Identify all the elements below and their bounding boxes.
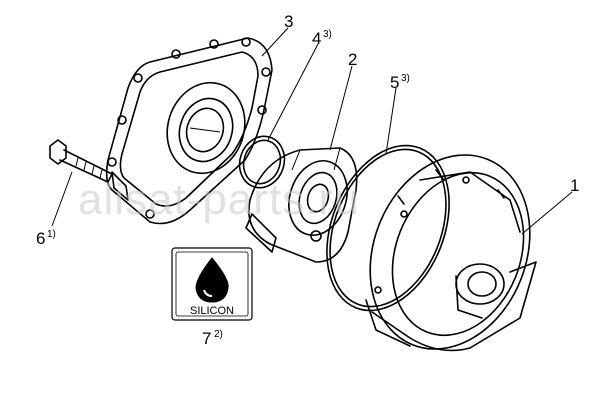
callout-7-label: 7 [202, 329, 211, 348]
oil-drop-icon [195, 257, 229, 303]
pump-cover-part [105, 37, 273, 225]
callout-6-footnote: 1) [47, 229, 56, 240]
callout-2: 2 [348, 50, 357, 69]
leader-lines [51, 27, 573, 235]
callout-1-label: 1 [570, 176, 579, 195]
silicon-label: SILICON [190, 305, 234, 317]
leader-5 [385, 87, 397, 155]
callout-3: 3 [284, 12, 293, 31]
callout-5: 5 3) [390, 73, 410, 92]
o-ring-small-part [238, 135, 286, 189]
pump-body-part [365, 154, 537, 352]
bolt-part [49, 139, 113, 183]
callout-2-label: 2 [348, 50, 357, 69]
callout-3-label: 3 [284, 12, 293, 31]
leader-3 [261, 27, 289, 57]
callout-4-footnote: 3) [323, 29, 332, 40]
watermark-text: alisat-parts.ru [78, 175, 360, 224]
callout-4: 4 3) [312, 29, 332, 48]
leader-6 [51, 171, 73, 227]
callout-7: 7 2) [202, 329, 223, 348]
leader-4 [267, 43, 319, 141]
callout-6: 6 1) [36, 229, 56, 248]
impeller-part [245, 147, 358, 263]
callout-5-label: 5 [390, 73, 399, 92]
callout-7-footnote: 2) [214, 329, 223, 340]
o-ring-large-part [326, 144, 450, 312]
silicon-sealant-box: SILICON [171, 247, 253, 321]
callout-5-footnote: 3) [401, 73, 410, 84]
leader-2 [329, 65, 353, 151]
callout-1: 1 [570, 176, 579, 195]
callout-6-label: 6 [36, 229, 45, 248]
leader-1 [521, 191, 573, 235]
callout-4-label: 4 [312, 29, 321, 48]
